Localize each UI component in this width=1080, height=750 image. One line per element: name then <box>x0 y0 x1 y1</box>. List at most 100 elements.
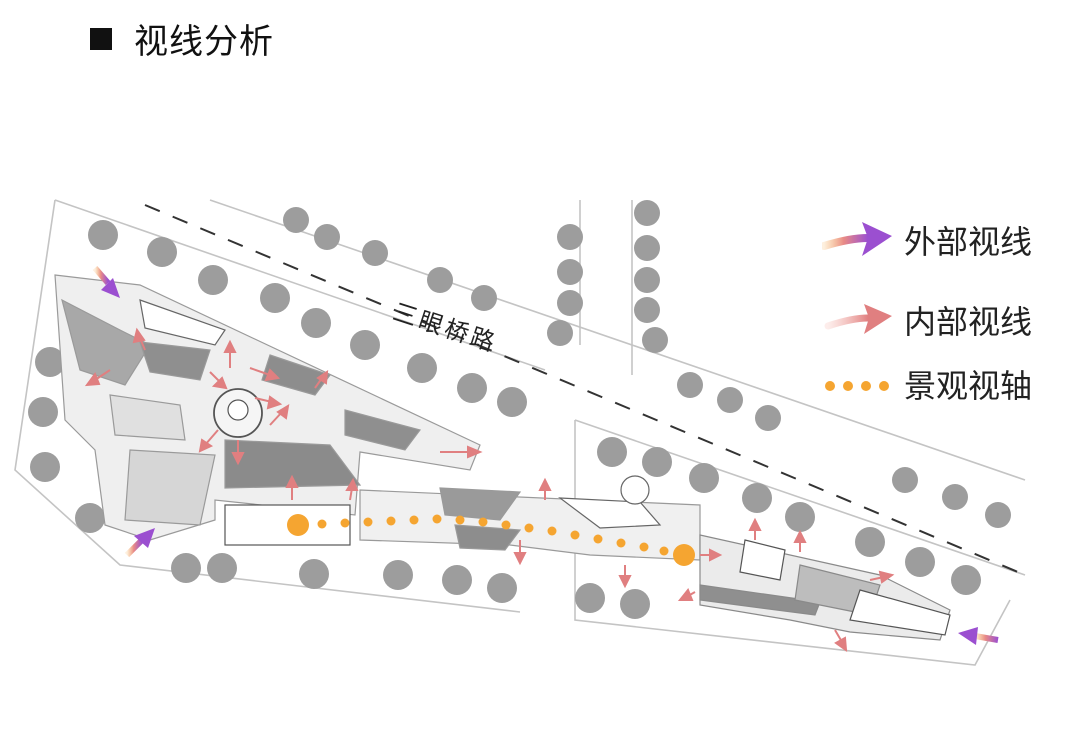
tree <box>892 467 918 493</box>
tree <box>198 265 228 295</box>
tree <box>88 220 118 250</box>
garden-patch-1 <box>261 354 331 396</box>
internal-arrow <box>834 629 848 653</box>
internal-arrow <box>198 429 219 453</box>
internal-arrow <box>538 477 552 500</box>
axis-dot <box>455 515 465 525</box>
internal-arrow <box>132 327 146 351</box>
road-centerline <box>144 204 1026 576</box>
central-pavilion <box>558 497 662 529</box>
tree <box>642 327 668 353</box>
internal-arrow <box>700 548 723 562</box>
title-bullet-square <box>90 27 112 50</box>
east-planter-1 <box>699 584 821 616</box>
axis-dot <box>524 523 534 533</box>
tree <box>985 502 1011 528</box>
tree <box>557 290 583 316</box>
internal-arrow <box>793 529 807 552</box>
internal-arrow <box>748 517 762 540</box>
tree <box>28 397 58 427</box>
header: 视线分析 <box>90 14 274 63</box>
tree <box>634 267 660 293</box>
internal-arrow <box>209 371 228 390</box>
tree <box>575 583 605 613</box>
legend-axis: 景观视轴 <box>822 360 1032 408</box>
road-edge-north-1 <box>54 199 546 371</box>
amphitheatre <box>124 449 216 526</box>
tree <box>677 372 703 398</box>
courtyard <box>109 394 186 441</box>
internal-arrow <box>84 369 111 387</box>
central-planter-1 <box>439 487 522 521</box>
stair-block <box>139 299 226 346</box>
tree <box>407 353 437 383</box>
internal-arrow <box>223 339 237 368</box>
tree <box>487 573 517 603</box>
tree <box>620 589 650 619</box>
internal-sightlines <box>84 327 895 653</box>
tree <box>301 308 331 338</box>
garden-patch-4 <box>224 439 362 489</box>
tree <box>383 560 413 590</box>
east-tower <box>739 539 786 581</box>
road-edge-north-2 <box>209 199 1026 481</box>
tree <box>634 297 660 323</box>
tree <box>785 502 815 532</box>
tree <box>755 405 781 431</box>
internal-arrow <box>254 395 283 410</box>
tree <box>171 553 201 583</box>
axis-node-east <box>673 544 695 566</box>
tree <box>742 483 772 513</box>
garden-patch-3 <box>344 409 422 451</box>
tree <box>689 463 719 493</box>
tree <box>642 447 672 477</box>
central-planter-2 <box>454 524 522 551</box>
tree <box>314 224 340 250</box>
legend-internal-label: 内部视线 <box>904 303 1033 341</box>
external-arrow-southwest <box>124 528 155 558</box>
legend-internal: 内部视线 <box>822 296 1032 344</box>
axis-dot <box>478 517 488 527</box>
round-kiosk <box>620 475 650 505</box>
internal-arrow <box>618 565 632 589</box>
axis-dot <box>570 530 580 540</box>
page-title: 视线分析 <box>134 22 274 62</box>
tree <box>362 240 388 266</box>
axis-dot <box>317 519 327 529</box>
tree <box>634 200 660 226</box>
building-east <box>699 534 951 641</box>
external-arrow-northwest <box>92 266 120 298</box>
tree <box>207 553 237 583</box>
trees <box>28 200 1011 619</box>
road-edge-south <box>574 419 1026 576</box>
internal-arrow <box>249 367 281 382</box>
axis-dots-icon <box>825 381 889 391</box>
tree <box>634 235 660 261</box>
tree <box>427 267 453 293</box>
axis-dot <box>501 520 511 530</box>
tree <box>75 503 105 533</box>
axis-dot <box>409 515 419 525</box>
axis-dot <box>616 538 626 548</box>
axis-dot <box>363 517 373 527</box>
tree <box>942 484 968 510</box>
tree <box>442 565 472 595</box>
east-wing <box>849 589 951 636</box>
tree <box>497 387 527 417</box>
axis-dot <box>386 516 396 526</box>
internal-arrow <box>345 477 359 501</box>
legend-external-label: 外部视线 <box>904 223 1033 261</box>
legend-external: 外部视线 <box>822 216 1032 264</box>
view-axis <box>287 514 695 566</box>
axis-dot <box>547 526 557 536</box>
axis-dot <box>593 534 603 544</box>
tree <box>597 437 627 467</box>
tree <box>951 565 981 595</box>
tree <box>471 285 497 311</box>
tree <box>905 547 935 577</box>
round-pavilion-core <box>227 399 249 421</box>
tree <box>855 527 885 557</box>
internal-arrow <box>269 404 290 426</box>
tree <box>557 259 583 285</box>
